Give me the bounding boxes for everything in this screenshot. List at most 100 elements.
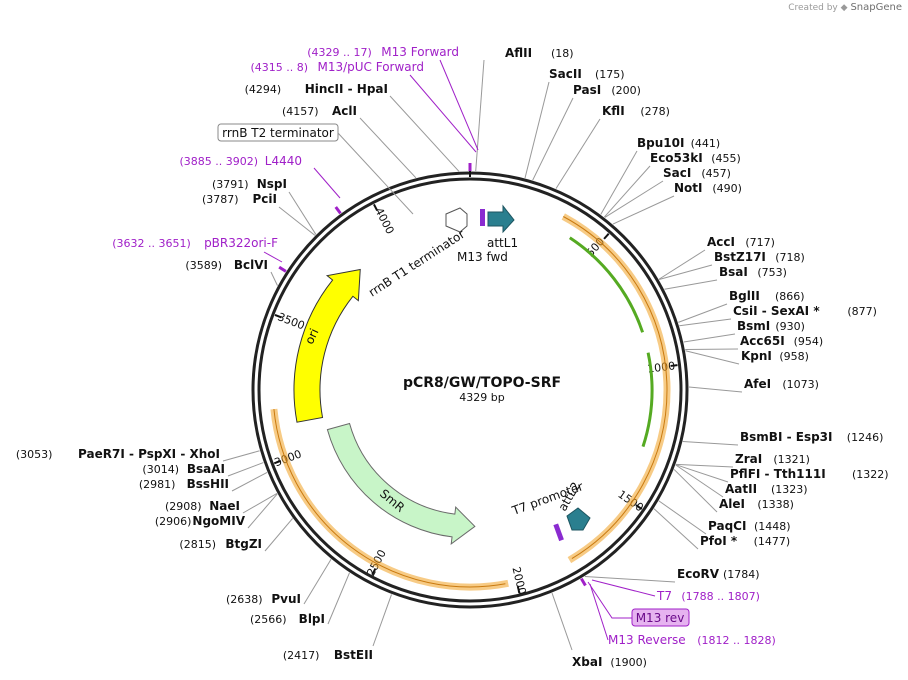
leader-line (524, 81, 550, 179)
primer-mark (334, 206, 342, 215)
leader-line (612, 195, 675, 225)
site-r-12: CsiI - SexAI * (877) (679, 304, 877, 327)
site-name: BsaAI (187, 462, 225, 476)
primer-name: pBR322ori-F (204, 236, 278, 250)
site-name: CsiI - SexAI * (733, 304, 820, 318)
scale-tick-1500 (635, 504, 643, 510)
site-name: PciI (253, 192, 278, 206)
rrnb-t2-terminator-label: rrnB T2 terminator (222, 126, 334, 140)
site-name: BsmBI - Esp3I (740, 430, 832, 444)
site-name: AfeI (744, 377, 771, 391)
smr-feature-arrow (326, 422, 476, 545)
site-r-11: BglII(866) (678, 289, 805, 323)
leader-line (551, 592, 573, 651)
scale-label-3500: 3500 (276, 310, 307, 332)
leader-line (555, 118, 601, 189)
site-name: EcoRV (677, 567, 720, 581)
site-pos: (2815) (179, 538, 216, 551)
site-l-5: PaeR7I - PspXI - XhoI(3053) (16, 447, 260, 462)
plasmid-name: pCR8/GW/TOPO-SRF (403, 375, 561, 391)
leader-line (679, 318, 732, 327)
site-name: BclVI (234, 258, 268, 272)
leader-line (231, 471, 268, 492)
site-pos: (877) (847, 305, 877, 318)
attl2-marker (553, 523, 564, 542)
primer-name: T7 (656, 589, 672, 603)
site-r-6: SacI(457) (604, 166, 731, 218)
primer-range: (4329 .. 17) (307, 46, 372, 59)
m13-rev-label: M13 rev (636, 611, 685, 625)
leader-line (264, 518, 293, 552)
site-name: BssHII (187, 477, 229, 491)
site-name: PaqCI (708, 519, 746, 533)
primer-2: L4440 (3885 .. 3902) (179, 154, 342, 215)
rrnb-t1-terminator-arrow (445, 207, 468, 233)
site-pos: (1338) (757, 498, 794, 511)
leader-line (658, 264, 713, 281)
leader-line (664, 279, 718, 290)
site-r-1: SacII(175) (524, 67, 625, 179)
primer-name: L4440 (265, 154, 302, 168)
site-l-12: BlpI(2566) (250, 572, 350, 626)
primer-3: pBR322ori-F (3632 .. 3651) (112, 236, 287, 273)
site-pos: (753) (757, 266, 787, 279)
primer-range: (3632 .. 3651) (112, 237, 191, 250)
rrnb-t2-leader (337, 132, 414, 215)
rrnb-t2-box-frame (217, 123, 339, 142)
site-name: BstZ17I (714, 250, 766, 264)
site-pos: (3791) (212, 178, 249, 191)
site-name: NgoMIV (192, 514, 245, 528)
scale-label-2000: 2000 (509, 566, 528, 596)
leader-line (603, 165, 651, 218)
watermark-brand: SnapGene (850, 2, 902, 13)
site-pos: (1322) (852, 468, 889, 481)
site-pos: (1900) (610, 656, 647, 669)
site-name: Bpu10I (637, 136, 684, 150)
site-r-23: PfoI *(1477) (653, 508, 790, 550)
site-name: PvuI (271, 592, 301, 606)
site-r-14: Acc65I(954) (685, 334, 824, 350)
leader-line (227, 462, 264, 477)
rrnb-t2-terminator-box: rrnB T2 terminator (217, 123, 339, 142)
site-pos: (18) (551, 47, 574, 60)
site-pos: (4157) (282, 105, 319, 118)
scale-label-4000: 4000 (372, 206, 396, 237)
primer-range: (1812 .. 1828) (697, 634, 776, 647)
site-name: BtgZI (225, 537, 262, 551)
leader-line (682, 441, 739, 446)
site-pos: (2906) (155, 515, 192, 528)
site-l-0: HincII - HpaI(4294) (245, 82, 460, 172)
primer-name: M13 Forward (381, 45, 459, 59)
leader-line (688, 386, 743, 393)
watermark-prefix: Created by (788, 3, 838, 13)
leader-line (247, 493, 278, 529)
leader-line (675, 464, 724, 498)
attl1-label: attL1 (487, 236, 518, 250)
site-pos: (2981) (139, 478, 176, 491)
m13-fwd-label: M13 fwd (457, 250, 508, 264)
site-pos: (2908) (165, 500, 202, 513)
site-r-21: AleI(1338) (673, 469, 794, 513)
site-pos: (954) (794, 335, 824, 348)
site-pos: (2417) (283, 649, 320, 662)
site-name: BsmI (737, 319, 770, 333)
site-pos: (1448) (754, 520, 791, 533)
site-name: PfoI * (700, 534, 738, 548)
primer-mark (580, 577, 587, 587)
site-r-18: ZraI(1321) (675, 452, 810, 468)
primer-4: T7(1788 .. 1807) (580, 577, 760, 603)
leader-line (359, 117, 417, 179)
site-name: PasI (573, 83, 601, 97)
primer-mark (278, 265, 287, 273)
leader-line (658, 249, 706, 280)
leader-line (532, 97, 574, 181)
site-pos: (1323) (771, 483, 808, 496)
site-name: AccI (707, 235, 735, 249)
leader-line (288, 191, 317, 235)
site-name: BstEII (334, 648, 373, 662)
primer-range: (3885 .. 3902) (179, 155, 258, 168)
site-name: SacII (549, 67, 582, 81)
site-name: ZraI (735, 452, 762, 466)
orange-band-line-right (563, 216, 668, 560)
